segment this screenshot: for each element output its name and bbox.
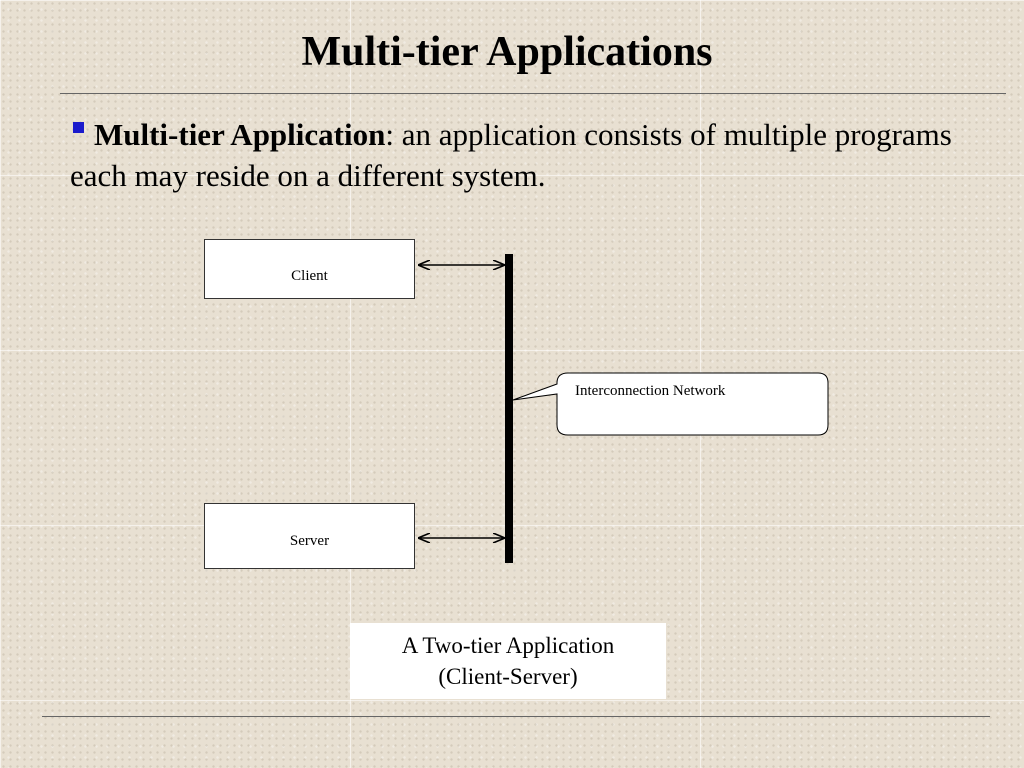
bullet-item: Multi-tier Application: an application c… (70, 114, 970, 196)
network-callout-bubble (512, 372, 829, 436)
server-box: Server (204, 503, 415, 569)
caption-line-2: (Client-Server) (438, 664, 578, 689)
client-box: Client (204, 239, 415, 299)
caption-line-1: A Two-tier Application (401, 633, 615, 658)
bullet-definition: : an application consists of multiple pr… (70, 117, 952, 193)
title-divider (60, 93, 1006, 94)
diagram-caption: A Two-tier Application (Client-Server) (350, 623, 666, 699)
network-bus-line (505, 254, 513, 563)
bullet-term: Multi-tier Application (94, 117, 386, 152)
footer-divider (42, 716, 990, 717)
square-bullet-icon (73, 122, 84, 133)
network-callout-label: Interconnection Network (575, 383, 726, 399)
slide-title: Multi-tier Applications (301, 29, 713, 75)
